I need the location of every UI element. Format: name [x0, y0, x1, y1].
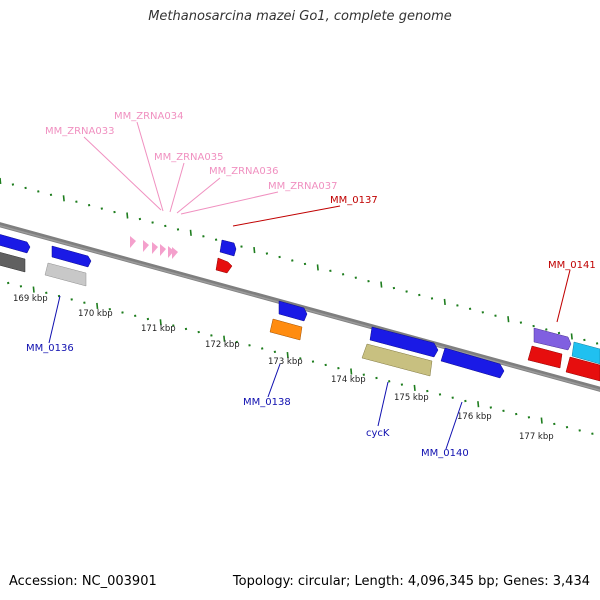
kbp-label: 169 kbp: [13, 294, 48, 304]
gene-label[interactable]: MM_0137: [330, 195, 378, 206]
upper-strand-genes: [0, 233, 600, 379]
rna-gene-feature[interactable]: [172, 247, 178, 259]
scale-tick: [443, 298, 446, 305]
scale-tick: [96, 302, 99, 309]
gene-feature[interactable]: [219, 239, 237, 257]
scale-tick: [253, 247, 256, 254]
gene-feature[interactable]: [0, 251, 26, 273]
gene-feature[interactable]: [215, 257, 233, 274]
gene-label[interactable]: MM_0138: [243, 397, 291, 408]
lower-tick-track: [7, 281, 594, 435]
gene-feature[interactable]: [571, 341, 600, 365]
gene-feature[interactable]: [44, 262, 87, 287]
scale-tick: [350, 368, 353, 375]
rna-gene-feature[interactable]: [160, 244, 166, 256]
gene-feature[interactable]: [369, 326, 439, 358]
gene-label[interactable]: cycK: [366, 428, 390, 439]
kbp-label: 174 kbp: [331, 375, 366, 385]
gene-feature[interactable]: [361, 343, 433, 377]
gene-feature[interactable]: [278, 300, 308, 322]
rna-gene-feature[interactable]: [168, 246, 174, 258]
gene-feature[interactable]: [565, 356, 600, 382]
scale-tick: [316, 264, 319, 271]
gene-label[interactable]: MM_ZRNA036: [209, 166, 278, 177]
scale-tick: [159, 319, 162, 326]
gene-feature[interactable]: [527, 345, 563, 369]
scale-tick: [380, 281, 383, 288]
gene-label[interactable]: MM_ZRNA034: [114, 111, 183, 122]
kbp-label: 172 kbp: [205, 340, 240, 350]
kbp-scale-labels: 169 kbp 170 kbp 171 kbp 172 kbp 173 kbp …: [13, 294, 554, 442]
label-leader-lines: [48, 121, 571, 450]
gene-label[interactable]: MM_ZRNA037: [268, 181, 337, 192]
kbp-label: 171 kbp: [141, 324, 176, 334]
rna-gene-feature[interactable]: [143, 240, 149, 252]
scale-tick: [507, 316, 510, 323]
gene-label[interactable]: MM_ZRNA035: [154, 152, 223, 163]
kbp-label: 177 kbp: [519, 432, 554, 442]
kbp-label: 173 kbp: [268, 357, 303, 367]
scale-tick: [0, 177, 2, 185]
scale-tick: [570, 333, 573, 340]
scale-tick: [62, 195, 65, 202]
gene-label[interactable]: MM_0141: [548, 260, 596, 271]
scale-tick: [477, 401, 480, 408]
rna-gene-cluster: [130, 236, 178, 259]
rna-gene-feature[interactable]: [130, 236, 136, 248]
kbp-label: 175 kbp: [394, 393, 429, 403]
kbp-label: 176 kbp: [457, 412, 492, 422]
accession-text: Accession: NC_003901: [9, 574, 157, 589]
scale-tick: [189, 229, 192, 236]
genome-summary-text: Topology: circular; Length: 4,096,345 bp…: [232, 574, 590, 589]
gene-feature[interactable]: [0, 233, 31, 254]
gene-feature[interactable]: [269, 318, 303, 341]
gene-feature[interactable]: [51, 245, 92, 268]
map-title: Methanosarcina mazei Go1, complete genom…: [148, 9, 452, 24]
scale-tick: [223, 335, 226, 342]
gene-feature[interactable]: [533, 327, 572, 351]
scale-tick: [540, 417, 543, 424]
kbp-label: 170 kbp: [78, 309, 113, 319]
gene-label[interactable]: MM_ZRNA033: [45, 126, 114, 137]
scale-tick: [286, 352, 289, 359]
gene-label[interactable]: MM_0136: [26, 343, 74, 354]
scale-tick: [413, 384, 416, 391]
gene-labels: MM_ZRNA033 MM_ZRNA034 MM_ZRNA035 MM_ZRNA…: [26, 111, 596, 459]
scale-tick: [32, 286, 35, 293]
upper-tick-track: [0, 177, 599, 345]
scale-tick: [126, 212, 129, 219]
gene-label[interactable]: MM_0140: [421, 448, 469, 459]
lower-strand-genes: [0, 251, 600, 382]
gene-feature[interactable]: [440, 347, 505, 379]
rna-gene-feature[interactable]: [152, 242, 158, 254]
